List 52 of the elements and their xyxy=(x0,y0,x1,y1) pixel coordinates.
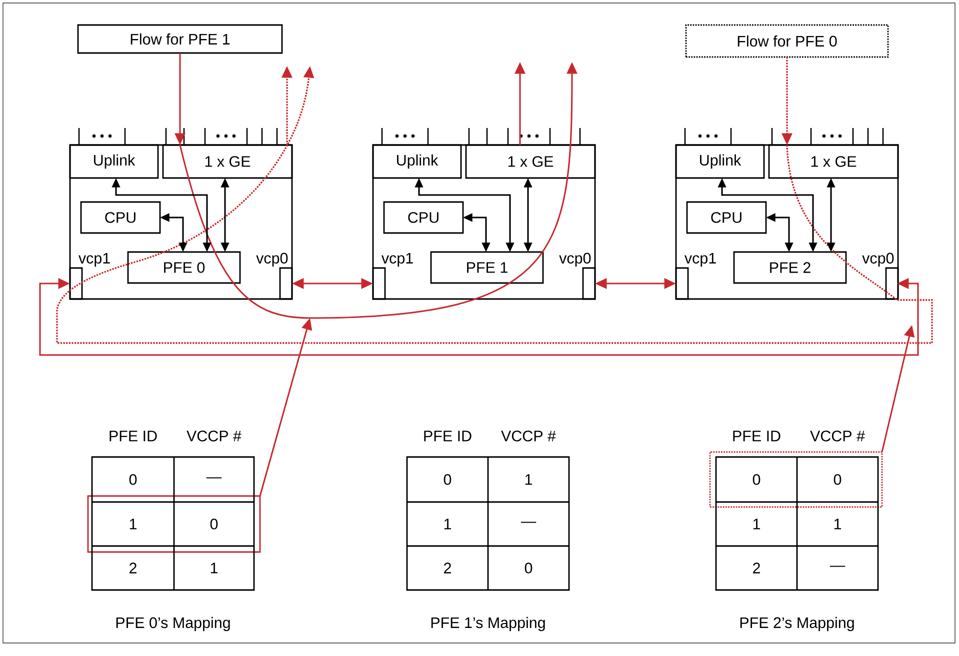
switch-chassis xyxy=(69,144,293,300)
ge-module: 1 x GE xyxy=(162,144,293,179)
cpu-box: CPU xyxy=(686,201,767,234)
table-entry: — xyxy=(206,477,222,478)
uplink-module: Uplink xyxy=(69,144,159,179)
table-entry: 2 xyxy=(753,562,760,574)
cpu-box: CPU xyxy=(80,201,161,234)
table-entry: — xyxy=(830,566,846,567)
highlight-frame xyxy=(709,451,883,508)
node-label: vcp0 xyxy=(862,252,894,267)
table-entry: 0 xyxy=(752,474,760,485)
highlight-frame xyxy=(87,495,261,553)
node-label: vcp0 xyxy=(256,252,288,267)
table-entry: — xyxy=(520,522,536,523)
table-caption: PFE 0’s Mapping xyxy=(116,616,230,632)
pfe-box: PFE 0 xyxy=(127,251,241,284)
flow-box: Flow for PFE 0 xyxy=(685,24,889,58)
pfe-box: PFE 1 xyxy=(430,251,544,284)
node-label: vcp1 xyxy=(381,252,413,267)
table-entry: 1 xyxy=(130,518,136,530)
switch-chassis xyxy=(372,144,596,300)
vcp-port: vcp0 xyxy=(862,252,899,300)
ge-module: 1 x GE xyxy=(768,144,899,179)
table-entry: 0 xyxy=(524,562,532,574)
switch-chassis xyxy=(675,144,899,300)
table-entry: 0 xyxy=(210,518,218,530)
vcp-port: vcp1 xyxy=(372,252,413,300)
ge-module: 1 x GE xyxy=(465,144,596,179)
column-header: PFE ID xyxy=(424,430,472,442)
uplink-module: Uplink xyxy=(372,144,462,179)
node-label: vcp0 xyxy=(559,252,591,267)
table-entry: 0 xyxy=(444,474,452,485)
uplink-module: Uplink xyxy=(675,144,765,179)
vcp-port: vcp0 xyxy=(559,252,596,300)
vcp-port: vcp1 xyxy=(675,252,716,300)
table-entry: 2 xyxy=(444,562,451,574)
pfe-box: PFE 2 xyxy=(733,251,847,284)
column-header: PFE ID xyxy=(110,430,157,442)
table-caption: PFE 2’s Mapping xyxy=(740,616,854,632)
table-entry: 1 xyxy=(444,518,451,530)
column-header: VCCP # xyxy=(186,430,242,442)
table-caption: PFE 1’s Mapping xyxy=(431,616,545,632)
vcp-port: vcp1 xyxy=(69,252,110,300)
node-label: vcp1 xyxy=(78,252,110,267)
flow-box: Flow for PFE 1 xyxy=(77,24,283,54)
table-entry: 0 xyxy=(834,474,842,485)
double-arrow xyxy=(39,278,919,356)
column-header: VCCP # xyxy=(501,430,556,442)
table-entry: 1 xyxy=(525,474,532,485)
vcp-port: vcp0 xyxy=(256,252,293,300)
cpu-box: CPU xyxy=(383,201,464,234)
node-label: vcp1 xyxy=(684,252,716,267)
